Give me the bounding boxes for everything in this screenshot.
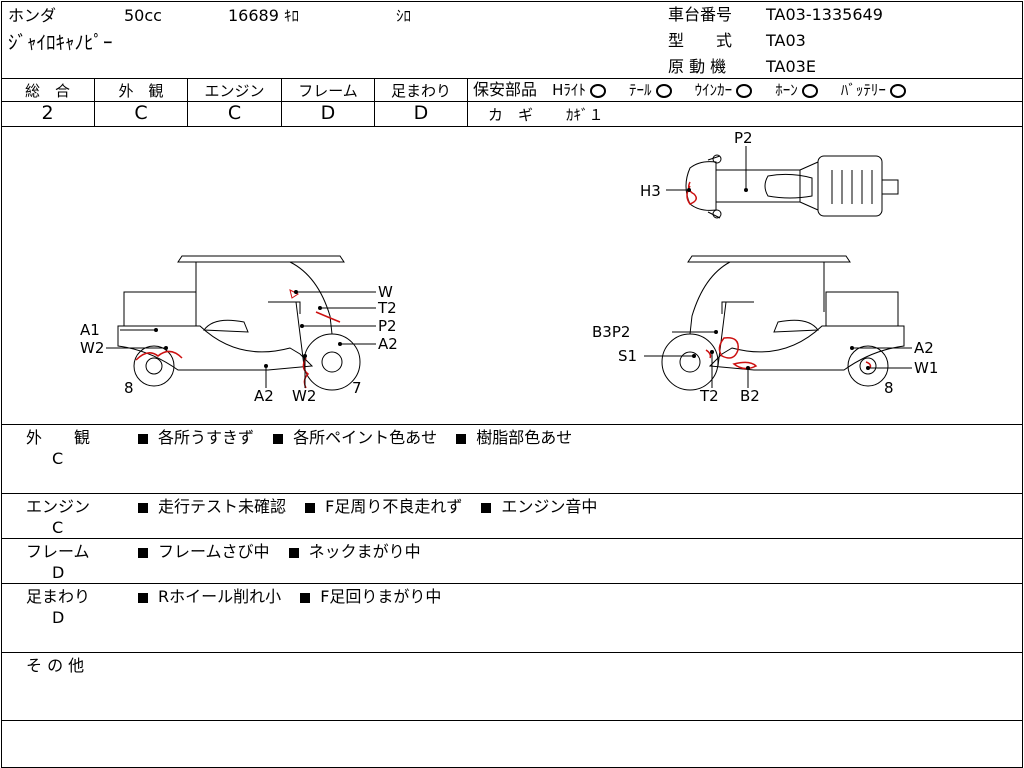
suspension-label: 足まわり [390,82,451,100]
svg-text:W2: W2 [292,387,316,405]
engine-label: エンジン [204,82,265,100]
safety-item-battery: ﾊﾞｯﾃﾘｰ [841,81,906,99]
svg-text:W1: W1 [914,359,938,377]
svg-text:T2: T2 [699,387,719,405]
svg-text:H3: H3 [640,182,661,200]
safety-item-winker: ｳｲﾝｶｰ [695,81,753,99]
key-value: ｶｷﾞ１ [566,106,604,124]
svg-text:7: 7 [352,379,362,397]
left-leaders [106,291,376,388]
svg-text:P2: P2 [734,129,753,147]
overall-label: 総 合 [24,82,70,100]
remark-frame-items: フレームさび中 ネックまがり中 [138,542,421,562]
color: ｼﾛ [396,7,412,25]
model-name: ｼﾞｬｲﾛｷｬﾉﾋﾟｰ [8,32,113,54]
svg-text:B3P2: B3P2 [592,323,630,341]
svg-text:S1: S1 [618,347,637,365]
svg-text:8: 8 [884,379,894,397]
svg-text:A1: A1 [80,321,100,339]
svg-text:P2: P2 [378,317,397,335]
exterior-grade: C [134,102,148,124]
engine-model: TA03E [766,57,816,76]
svg-text:W: W [378,283,393,301]
safety-item-headlight: Hﾗｲﾄ [552,81,606,99]
maker: ホンダ [8,6,57,25]
svg-text:B2: B2 [740,387,760,405]
remark-other-label: そ の 他 [26,656,85,675]
frame-label: フレーム [298,82,358,100]
remark-exterior-items: 各所うすきず 各所ペイント色あせ 樹脂部色あせ [138,428,572,448]
safety-item-horn: ﾎｰﾝ [775,81,818,99]
exterior-label: 外 観 [118,82,164,100]
svg-text:A2: A2 [378,335,398,353]
svg-text:A2: A2 [254,387,274,405]
remark-suspension-items: Rホイール削れ小 F足回りまがり中 [138,587,441,607]
svg-text:T2: T2 [377,299,397,317]
damage-diagram: P2 H3 W T2 A1 P2 W2 A2 8 7 A2 W2 [80,129,938,405]
svg-text:W2: W2 [80,339,104,357]
left-side-view [117,255,361,391]
remark-frame-label: フレーム [26,542,90,561]
svg-text:8: 8 [124,379,134,397]
type-value: TA03 [766,31,806,50]
safety-parts: 保安部品 Hﾗｲﾄ ﾃｰﾙ ｳｲﾝｶｰ ﾎｰﾝ ﾊﾞｯﾃﾘｰ [473,80,906,100]
top-view [685,154,899,219]
svg-text:A2: A2 [914,339,934,357]
mileage: 16689 ｷﾛ [228,6,300,25]
remark-exterior-label: 外 観 [26,428,91,447]
frame-no-label: 車台番号 [668,5,733,24]
right-leaders [644,331,912,388]
remark-engine-label: エンジン [26,497,91,516]
frame-grade: D [320,102,336,124]
key-label: カ ギ [488,106,534,124]
remark-suspension-grade: D [52,608,65,627]
right-side-view [661,255,905,391]
remark-frame-grade: D [52,563,65,582]
remark-engine-items: 走行テスト未確認 F足周り不良走れず エンジン音中 [138,497,597,517]
type-label: 型 式 [668,31,733,50]
engine-grade: C [227,102,242,124]
remark-exterior-grade: C [52,449,64,468]
suspension-grade: D [413,102,429,124]
remark-engine-grade: C [52,518,64,537]
displacement: 50cc [124,6,162,25]
frame-no: TA03-1335649 [766,5,883,24]
engine-model-label: 原 動 機 [668,57,727,76]
safety-item-tail: ﾃｰﾙ [629,81,672,99]
overall-grade: 2 [41,102,54,124]
remark-suspension-label: 足まわり [26,587,91,606]
